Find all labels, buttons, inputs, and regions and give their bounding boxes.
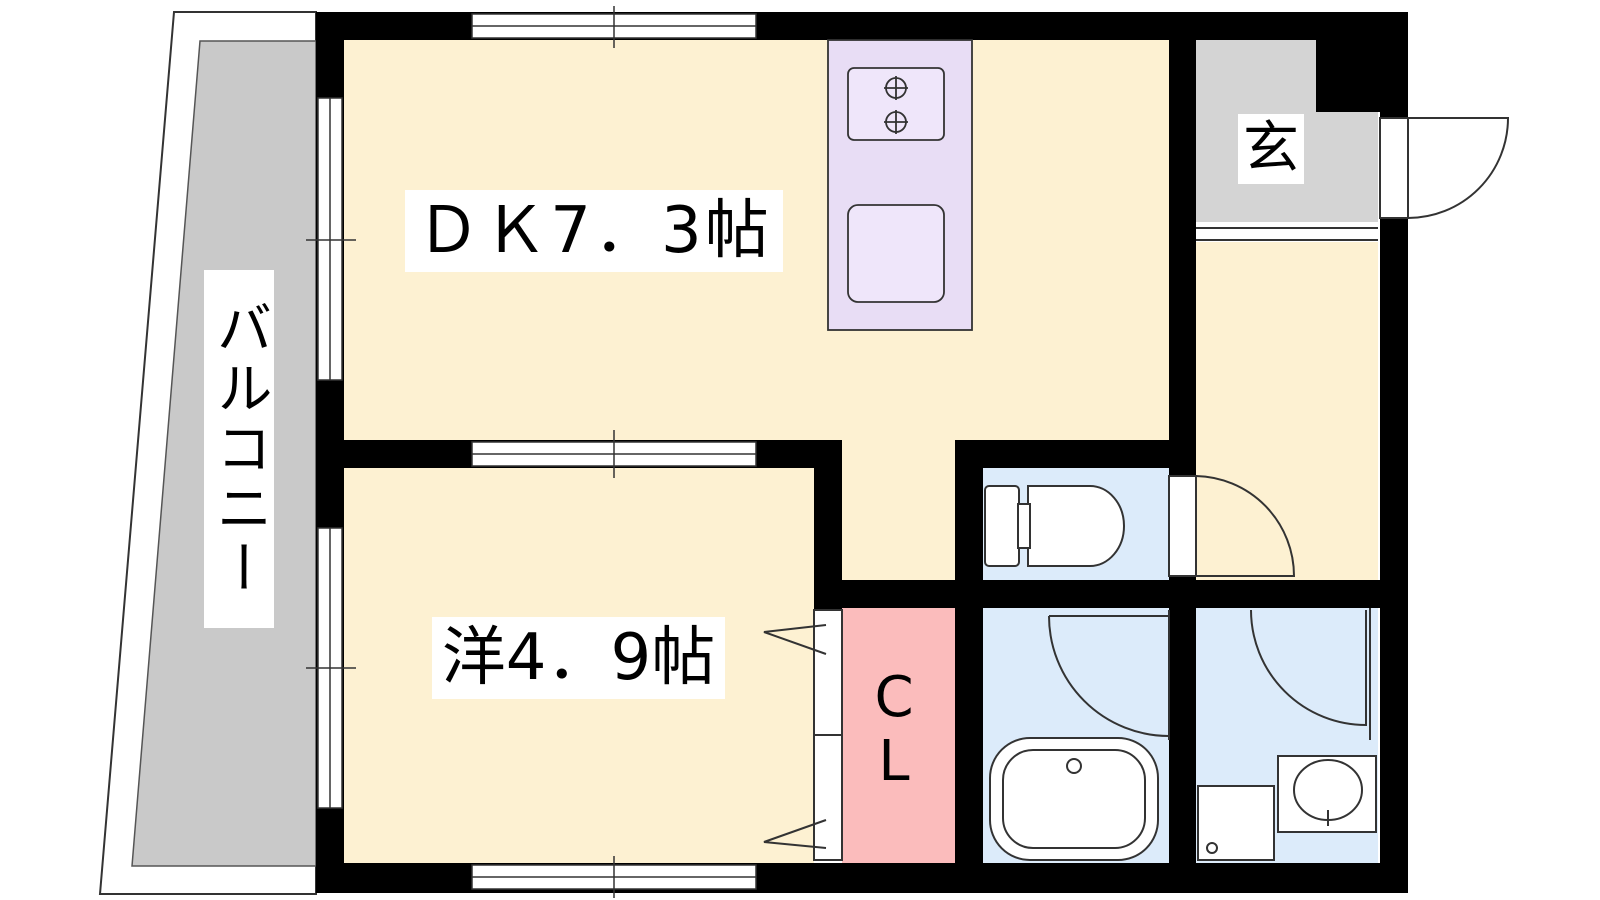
toilet-door-icon	[1168, 475, 1296, 577]
washroom-door-icon	[1250, 608, 1371, 740]
entrance-label: 玄	[1238, 114, 1304, 184]
washbasin-icon	[1277, 755, 1377, 833]
bath-door-icon	[1048, 610, 1170, 740]
toilet-icon	[984, 485, 1125, 567]
western-room-label: 洋4．9帖	[432, 617, 725, 699]
washing-machine-space-icon	[1197, 785, 1275, 861]
stove-icon	[884, 76, 908, 134]
window-sash-lines	[306, 6, 756, 898]
dk-passage-floor	[840, 440, 955, 580]
bathtub-icon	[989, 737, 1159, 861]
entrance-door-icon	[1196, 117, 1510, 241]
hallway-floor	[1196, 242, 1378, 580]
balcony-label: バルコニー	[204, 270, 274, 628]
closet-label: C L	[855, 660, 933, 800]
closet-floor	[842, 608, 955, 863]
closet-door-icon	[763, 609, 843, 861]
closet-label-line2: L	[878, 729, 910, 794]
kitchen-counter	[827, 39, 973, 331]
closet-label-line1: C	[874, 664, 914, 730]
dk-room-label: ＤＫ7．3帖	[405, 190, 783, 272]
